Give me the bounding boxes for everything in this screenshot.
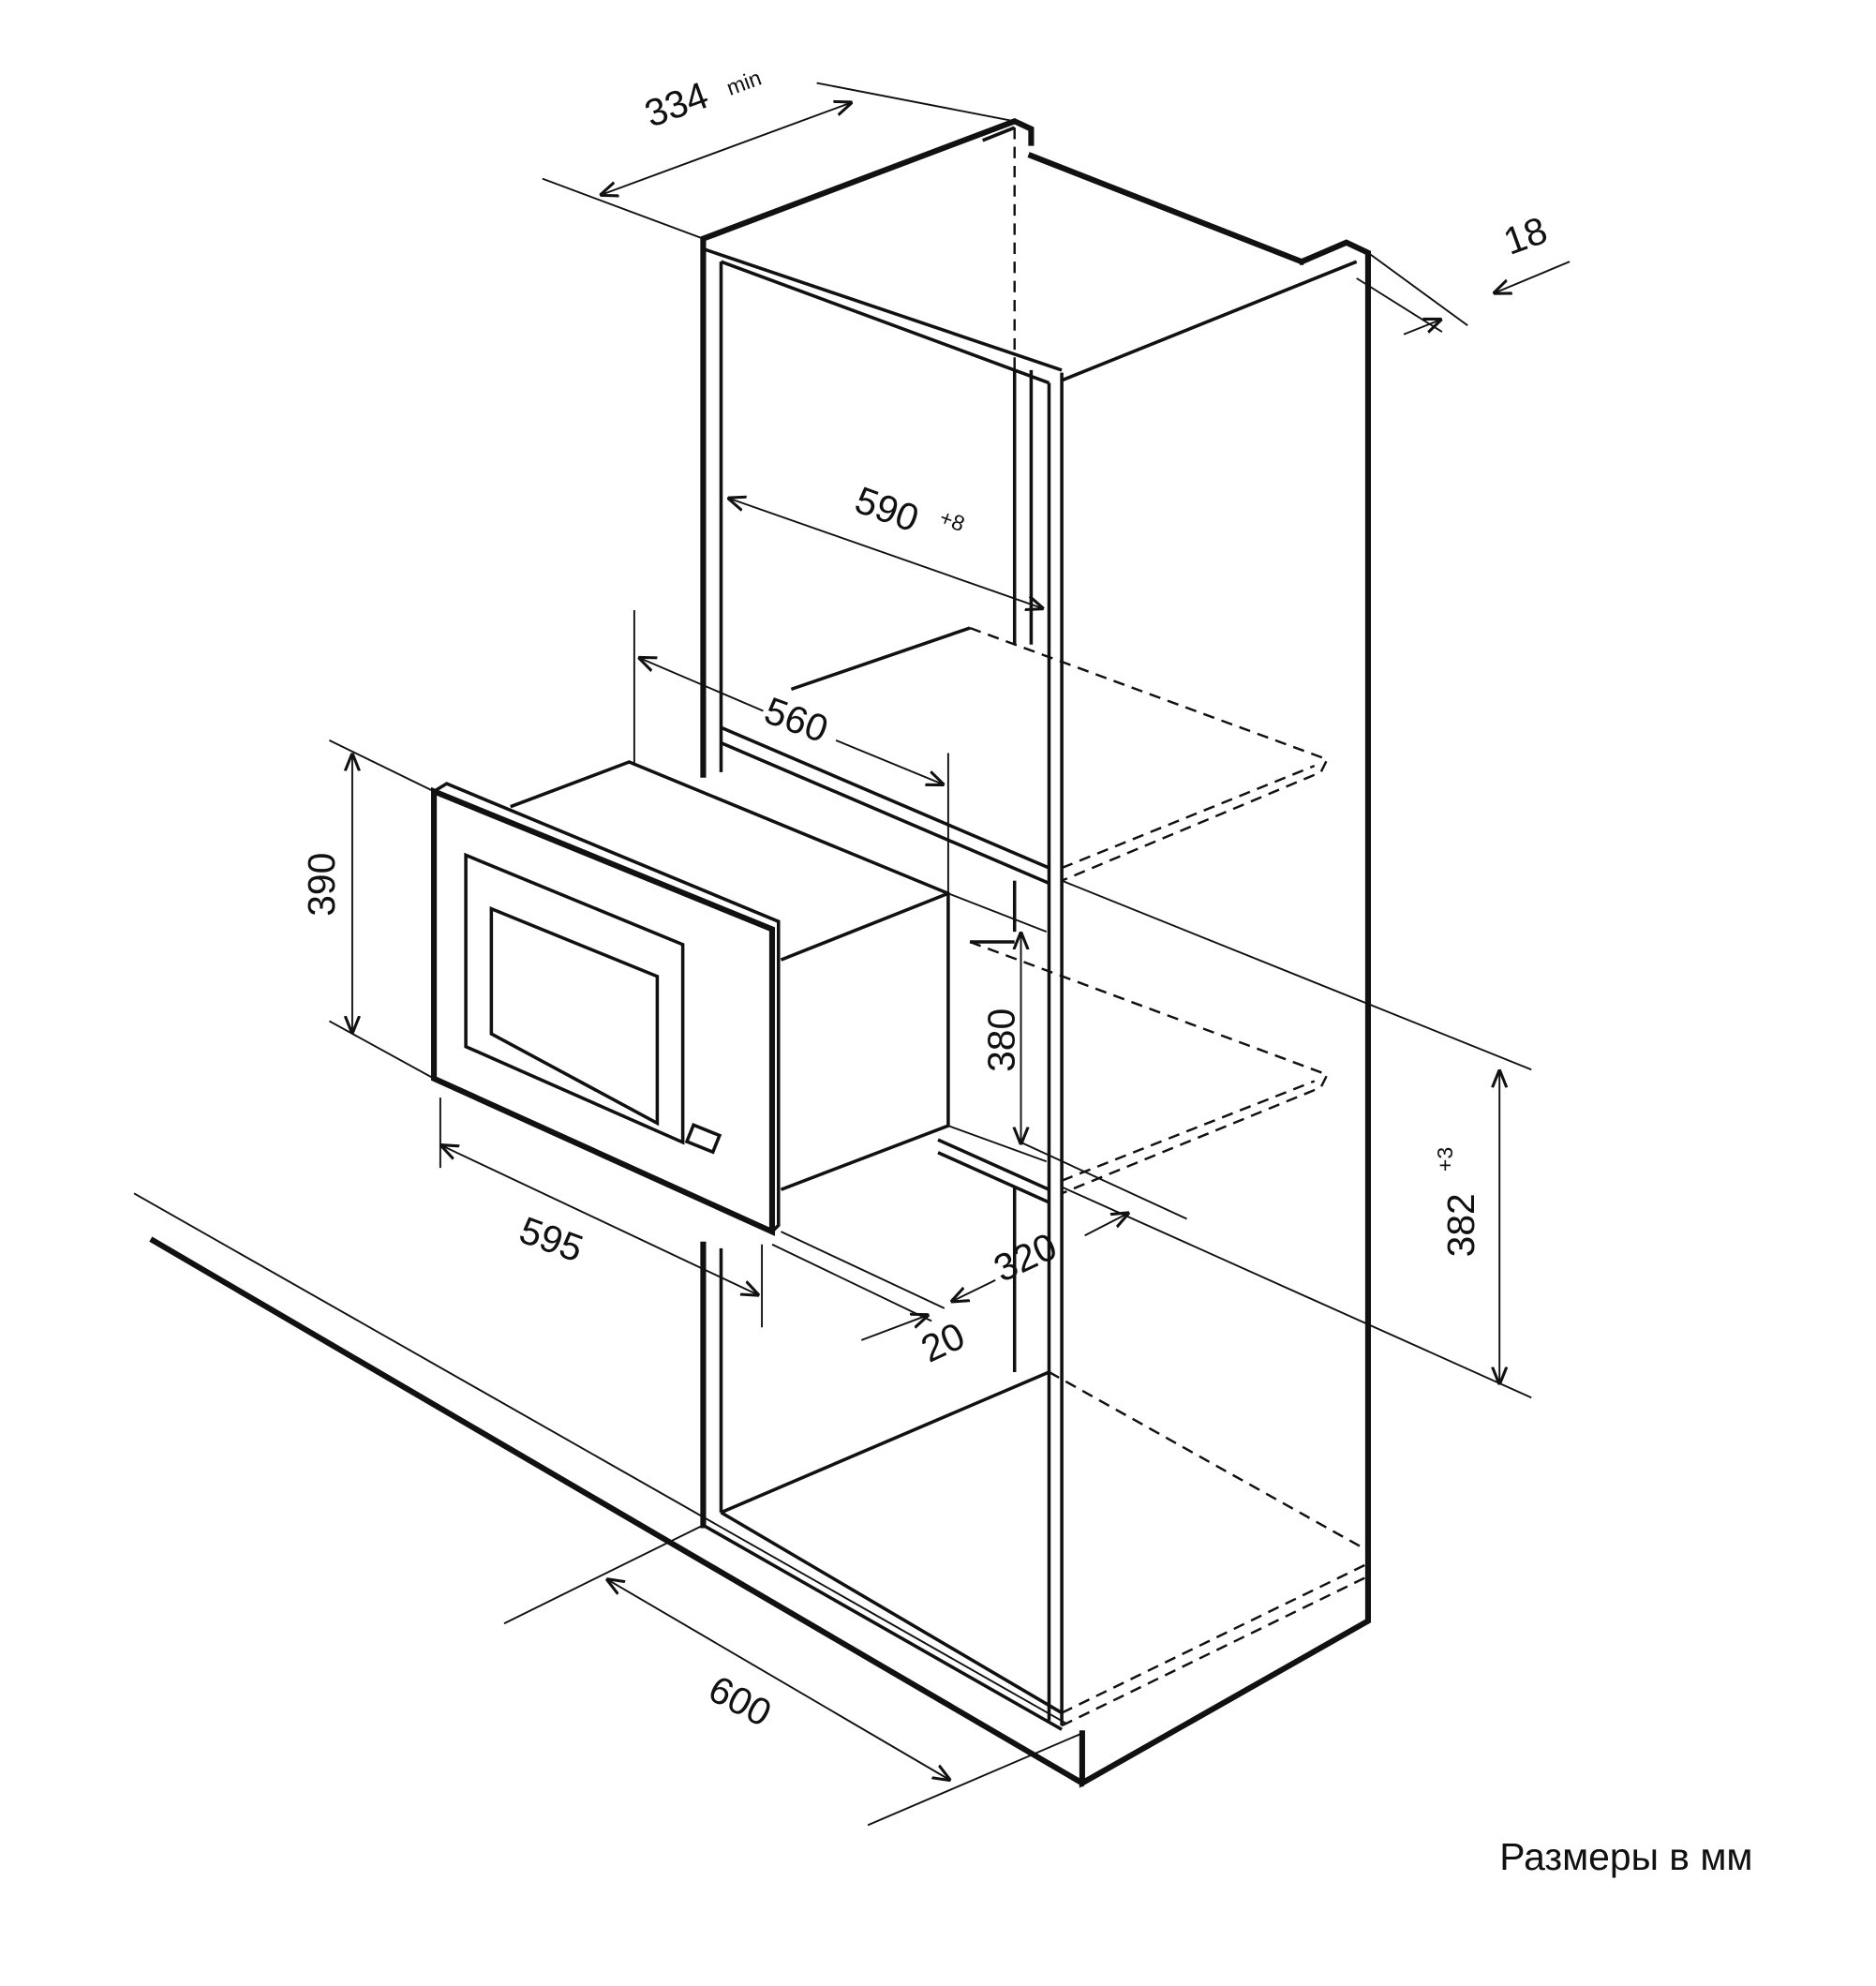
control-button-icon (684, 1122, 722, 1155)
dim-320: 320 (987, 1224, 1063, 1290)
cabinet (133, 118, 1371, 1788)
dim-600: 600 (702, 1667, 779, 1736)
dim-20: 20 (915, 1314, 972, 1371)
dim-390: 390 (300, 853, 343, 917)
dim-380: 380 (980, 1008, 1023, 1072)
dim-18: 18 (1497, 208, 1552, 263)
units-caption: Размеры в мм (1499, 1835, 1752, 1878)
dim-334-suffix: min (723, 66, 765, 100)
microwave (431, 760, 950, 1236)
dimension-lines (328, 82, 1571, 1827)
dim-590: 590 (850, 478, 925, 541)
dim-590-suffix: +8 (936, 505, 968, 536)
dim-382-suffix: +3 (1433, 1147, 1457, 1172)
dim-595: 595 (514, 1208, 589, 1271)
dim-334: 334 (639, 73, 714, 136)
dim-382: 382 (1439, 1193, 1482, 1257)
dim-560: 560 (759, 689, 834, 752)
dimension-labels: 334 min 18 590 +8 560 390 380 382 +3 595… (300, 66, 1553, 1736)
